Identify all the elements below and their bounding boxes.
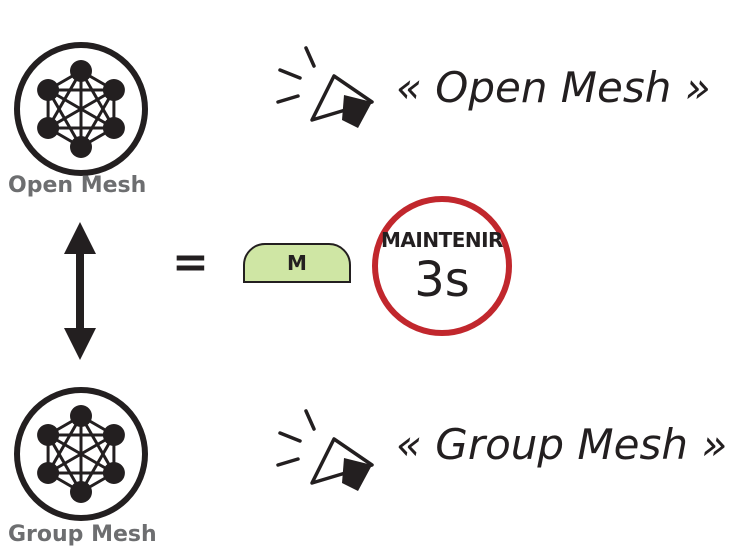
mesh-link xyxy=(47,433,115,475)
m-button: M xyxy=(243,243,351,283)
mesh-node xyxy=(102,462,125,484)
group-mesh-label: Group Mesh xyxy=(8,522,157,547)
mesh-network-icon xyxy=(14,387,148,521)
speaker-announce-icon xyxy=(276,46,374,128)
mesh-network-icon xyxy=(14,42,148,176)
mesh-node xyxy=(37,424,60,446)
open-mesh-label: Open Mesh xyxy=(8,173,147,198)
mesh-node xyxy=(70,405,92,427)
speaker-announce-icon xyxy=(276,409,374,491)
mesh-node xyxy=(37,462,60,484)
mesh-node xyxy=(70,136,92,158)
group-mesh-announcement: « Group Mesh » xyxy=(396,420,728,469)
equals-sign: = xyxy=(172,237,209,288)
open-mesh-announcement: « Open Mesh » xyxy=(396,63,711,112)
mesh-node xyxy=(37,79,60,101)
mesh-node xyxy=(102,424,125,446)
mesh-node xyxy=(70,60,92,82)
mesh-node xyxy=(102,117,125,139)
mesh-node xyxy=(102,79,125,101)
mesh-node xyxy=(70,481,92,503)
mesh-node xyxy=(37,117,60,139)
mesh-link xyxy=(47,88,115,130)
up-down-arrow-icon xyxy=(64,222,96,360)
hold-label: MAINTENIR xyxy=(381,228,503,252)
hold-ring xyxy=(372,196,512,336)
hold-duration: 3s xyxy=(414,252,470,308)
